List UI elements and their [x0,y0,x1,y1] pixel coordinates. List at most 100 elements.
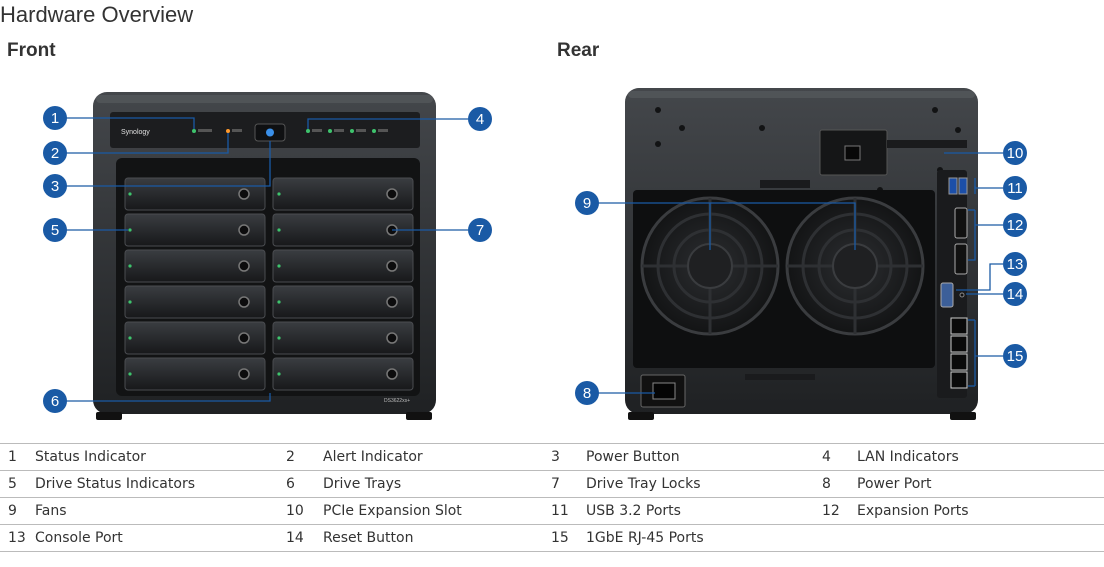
svg-text:1: 1 [51,110,59,127]
callout-8: 8 [575,381,599,405]
drive-tray[interactable] [272,357,414,391]
callout-15: 15 [1003,344,1027,368]
legend-label: LAN Indicators [857,443,1104,471]
legend-number: 3 [551,443,586,471]
fan-icon [832,243,878,289]
svg-text:3: 3 [51,178,59,195]
legend-number: 1 [0,443,35,471]
callout-13: 13 [1003,252,1027,276]
brand-logo-text: Synology [121,129,150,136]
drive-trays-right [272,177,414,391]
power-port[interactable] [640,374,686,408]
tray-lock-icon[interactable] [386,368,398,380]
drive-tray[interactable] [124,249,266,283]
legend-number: 10 [286,497,323,525]
legend-label: Drive Trays [323,470,551,498]
legend-label: Fans [35,497,286,525]
tray-lock-icon[interactable] [238,224,250,236]
callout-1: 1 [43,106,67,130]
page-title: Hardware Overview [0,2,194,27]
callout-leaders [66,117,1003,402]
svg-text:15: 15 [1007,348,1024,365]
callout-6: 6 [43,389,67,413]
drive-tray[interactable] [124,285,266,319]
legend-number: 2 [286,443,323,471]
drive-tray[interactable] [124,321,266,355]
status-led [192,129,196,133]
tray-lock-icon[interactable] [386,332,398,344]
pcie-expansion-slot[interactable] [819,129,967,176]
legend-label: 1GbE RJ-45 Ports [586,524,822,552]
tray-lock-icon[interactable] [386,260,398,272]
svg-text:12: 12 [1007,217,1024,234]
rear-heading: Rear [557,40,600,61]
drive-tray[interactable] [272,321,414,355]
callout-11: 11 [1003,176,1027,200]
svg-text:4: 4 [476,111,484,128]
legend-number: 13 [0,524,35,552]
svg-text:9: 9 [583,195,591,212]
callout-12: 12 [1003,213,1027,237]
drive-tray[interactable] [124,177,266,211]
tray-lock-icon[interactable] [386,188,398,200]
svg-text:14: 14 [1007,286,1024,303]
svg-text:6: 6 [51,393,59,410]
legend-number: 4 [822,443,857,471]
callout-5: 5 [43,218,67,242]
tray-lock-icon[interactable] [238,368,250,380]
svg-text:13: 13 [1007,256,1024,273]
legend-label: Reset Button [323,524,551,552]
lan-leds [306,129,388,133]
legend-label: Console Port [35,524,286,552]
tray-lock-icon[interactable] [238,296,250,308]
rj45-ports[interactable] [950,317,968,389]
front-heading: Front [7,40,56,61]
callout-7: 7 [468,218,492,242]
svg-text:8: 8 [583,385,591,402]
legend-label: Expansion Ports [857,497,1104,525]
legend-number: 11 [551,497,586,525]
console-port[interactable] [940,282,954,308]
tray-lock-icon[interactable] [238,332,250,344]
svg-text:7: 7 [476,222,484,239]
tray-lock-icon[interactable] [386,296,398,308]
callout-2: 2 [43,141,67,165]
legend-number: 9 [0,497,35,525]
callout-3: 3 [43,174,67,198]
tray-lock-icon[interactable] [238,260,250,272]
callout-4: 4 [468,107,492,131]
alert-led [226,129,230,133]
legend-label: Power Button [586,443,822,471]
reset-button[interactable] [959,292,965,298]
rear-unit [625,88,978,420]
fan-left [640,196,780,336]
callout-9: 9 [575,191,599,215]
expansion-ports[interactable] [954,207,968,275]
legend-number: 8 [822,470,857,498]
legend-number: 12 [822,497,857,525]
svg-text:5: 5 [51,222,59,239]
usb-ports[interactable] [948,177,968,195]
legend-label [857,524,1104,552]
legend-label: Drive Tray Locks [586,470,822,498]
drive-tray[interactable] [124,357,266,391]
legend-label: Status Indicator [35,443,286,471]
legend-label: USB 3.2 Ports [586,497,822,525]
tray-lock-icon[interactable] [238,188,250,200]
drive-tray[interactable] [272,177,414,211]
drive-tray[interactable] [124,213,266,247]
fan-icon [687,243,733,289]
legend-label: Power Port [857,470,1104,498]
svg-text:11: 11 [1007,180,1023,197]
drive-tray[interactable] [272,285,414,319]
legend-number: 7 [551,470,586,498]
legend-number: 6 [286,470,323,498]
drive-tray[interactable] [272,249,414,283]
model-label: DS3622xs+ [384,398,410,404]
legend-number: 5 [0,470,35,498]
svg-text:2: 2 [51,145,59,162]
legend-label: Drive Status Indicators [35,470,286,498]
